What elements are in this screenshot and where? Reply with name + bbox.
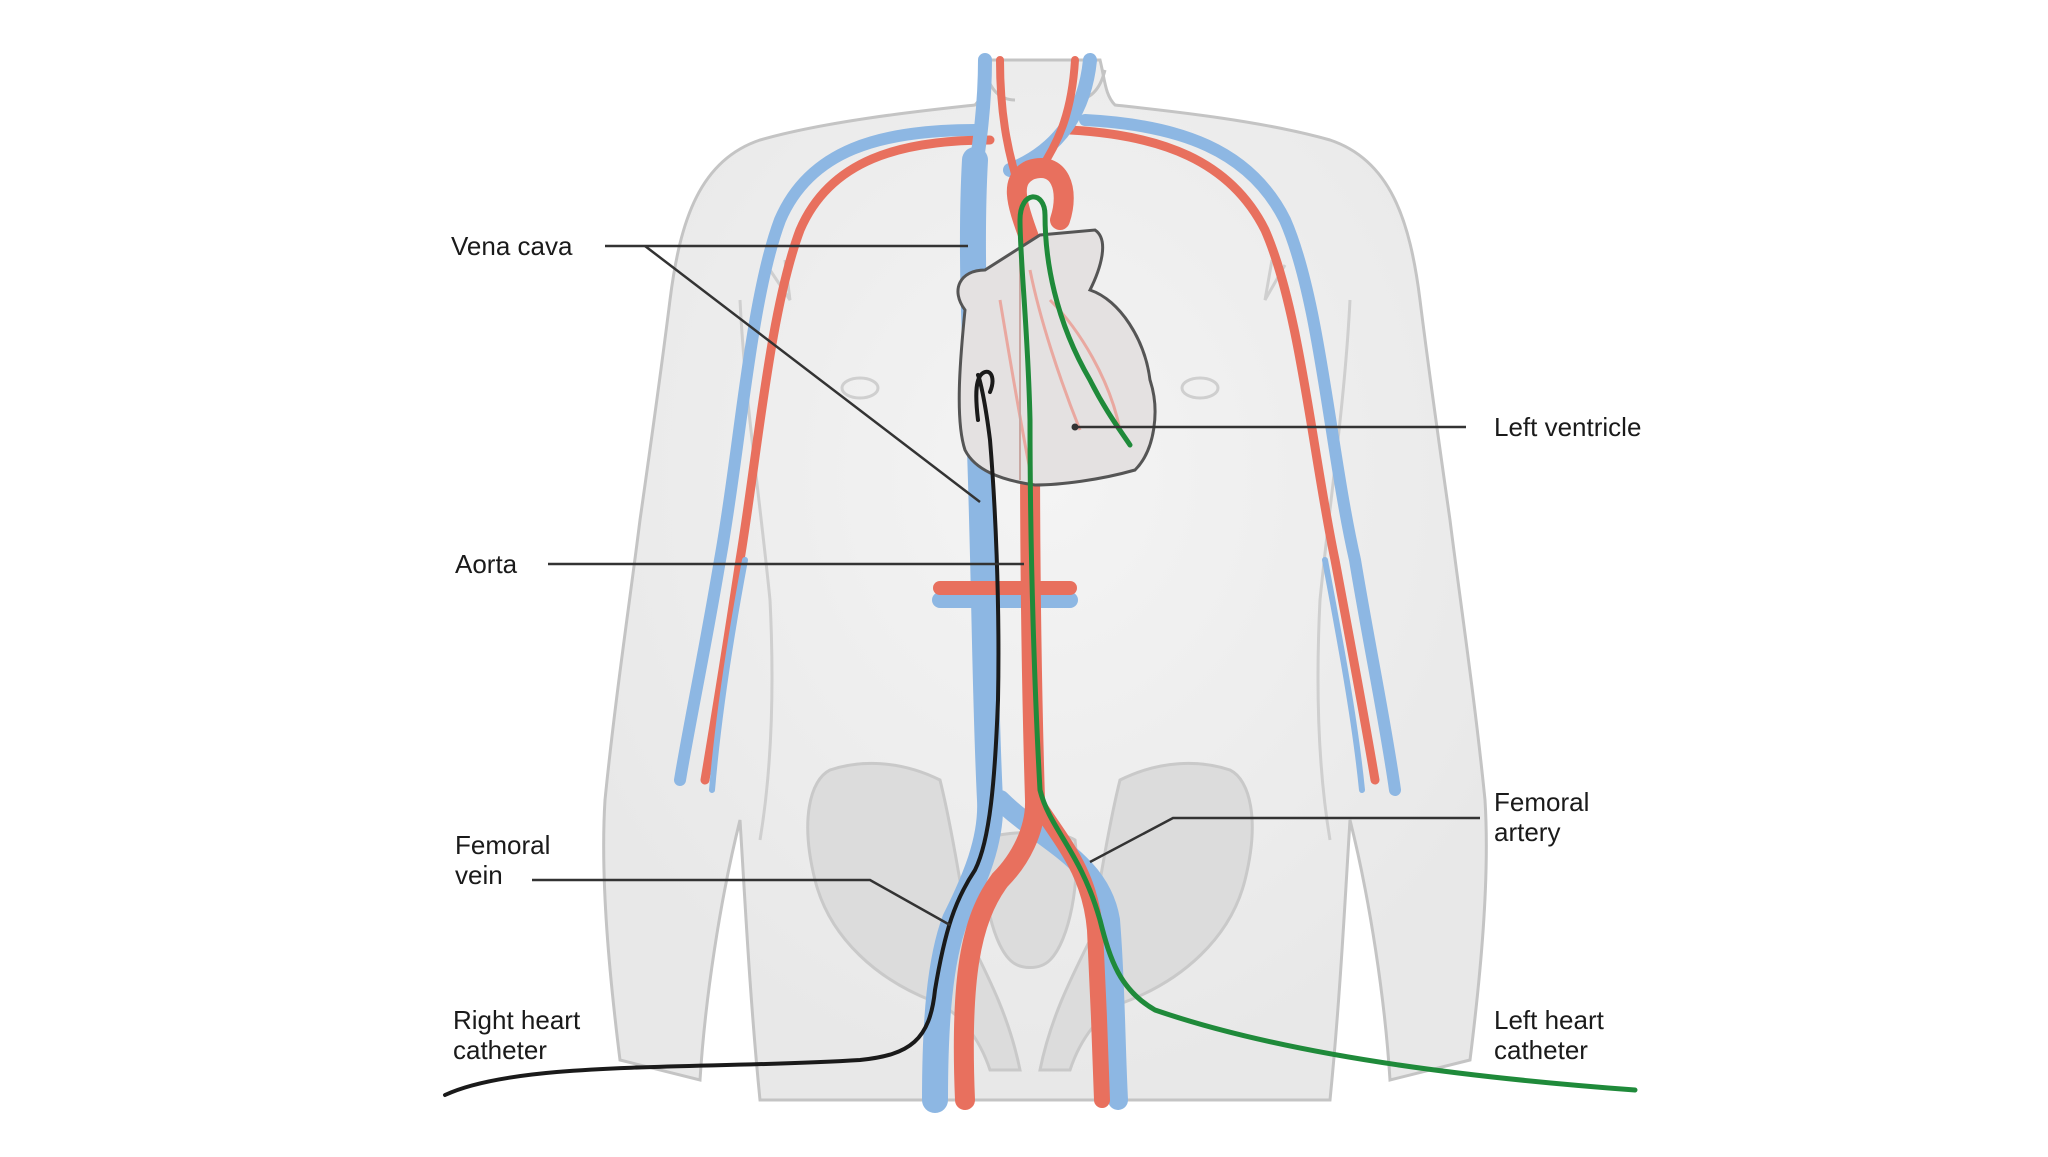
femoral-vein-label: Femoral vein: [455, 830, 550, 890]
femoral-vein-text-2: vein: [455, 860, 550, 890]
femoral-vein-text-1: Femoral: [455, 830, 550, 860]
left-ventricle-dot: [1072, 424, 1079, 431]
left-heart-catheter-label: Left heart catheter: [1494, 1005, 1604, 1065]
right-heart-catheter-label: Right heart catheter: [453, 1005, 580, 1065]
left-ventricle-text: Left ventricle: [1494, 412, 1641, 442]
right-heart-catheter-text-1: Right heart: [453, 1005, 580, 1035]
femoral-artery-text-2: artery: [1494, 817, 1589, 847]
left-heart-catheter-text-1: Left heart: [1494, 1005, 1604, 1035]
aorta-text: Aorta: [455, 549, 517, 579]
left-heart-catheter-text-2: catheter: [1494, 1035, 1604, 1065]
vena-cava-label: Vena cava: [451, 231, 572, 261]
aorta-label: Aorta: [455, 549, 517, 579]
left-ventricle-label: Left ventricle: [1494, 412, 1641, 442]
femoral-artery-text-1: Femoral: [1494, 787, 1589, 817]
vena-cava-text: Vena cava: [451, 231, 572, 261]
right-heart-catheter-text-2: catheter: [453, 1035, 580, 1065]
femoral-artery-label: Femoral artery: [1494, 787, 1589, 847]
